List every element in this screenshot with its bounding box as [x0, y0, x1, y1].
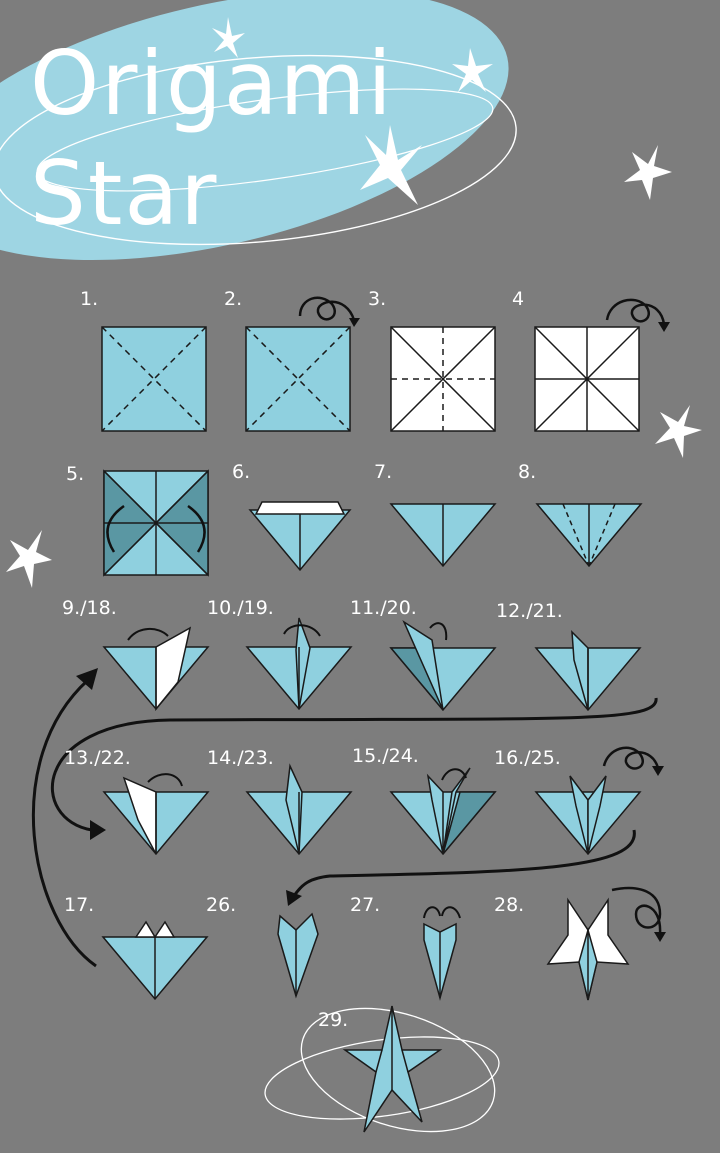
step-label: 7.	[374, 461, 393, 483]
sparkle-star-icon	[452, 48, 493, 92]
step-5-figure	[103, 469, 209, 577]
step-label: 6.	[232, 461, 251, 483]
turn-over-arrow-icon	[605, 298, 666, 325]
step-label: 10./19.	[207, 597, 274, 619]
flow-arrow-loop-up	[31, 678, 97, 968]
step-8-figure	[535, 503, 643, 568]
step-label: 9./18.	[62, 597, 117, 619]
step-label: 1.	[80, 288, 99, 310]
fold-arrow-icon	[187, 504, 206, 553]
flow-arrow-row-4-to-5	[292, 829, 636, 897]
step-label: 2.	[224, 288, 243, 310]
turn-over-arrow-icon	[611, 886, 662, 935]
fold-arrow-icon	[127, 628, 169, 641]
sparkle-star-icon	[6, 530, 52, 588]
step-9-18-figure	[102, 626, 210, 712]
step-13-22-figure	[102, 776, 210, 856]
step-15-24-figure	[389, 767, 497, 856]
arrow-head-icon	[652, 766, 664, 776]
step-label: 15./24.	[352, 745, 419, 767]
arrow-head-icon	[286, 890, 302, 906]
step-17-figure	[101, 920, 209, 1001]
step-label: 17.	[64, 894, 95, 916]
final-orbit-2	[300, 1007, 496, 1133]
step-16-25-figure	[534, 775, 642, 856]
step-11-20-figure	[389, 620, 497, 712]
step-label: 4	[512, 288, 525, 310]
fold-arrow-icon	[441, 768, 467, 781]
step-label: 3.	[368, 288, 387, 310]
fold-arrow-icon	[423, 906, 441, 919]
step-label: 14./23.	[207, 747, 274, 769]
arrow-head-icon	[654, 932, 666, 942]
step-label: 16./25.	[494, 747, 561, 769]
step-28-figure	[546, 897, 630, 1001]
sparkle-star-icon	[655, 405, 702, 458]
fold-arrow-icon	[147, 773, 183, 787]
fold-arrow-icon	[429, 622, 448, 641]
step-26-figure	[277, 912, 319, 999]
fold-arrow-icon	[283, 624, 321, 637]
step-label: 28.	[494, 894, 525, 916]
step-label: 8.	[518, 461, 537, 483]
flow-arrow-row-3-to-4	[50, 697, 658, 832]
title-line-2: Star	[30, 142, 219, 245]
step-10-19-figure	[245, 617, 353, 711]
step-12-21-figure	[534, 630, 642, 712]
title-orbit-1	[0, 54, 517, 246]
arrow-head-icon	[76, 668, 98, 690]
step-label: 5.	[66, 463, 85, 485]
step-2-figure	[245, 326, 351, 432]
sparkle-star-icon	[212, 17, 245, 58]
step-1-figure	[101, 326, 207, 432]
fold-arrow-icon	[441, 906, 461, 919]
step-7-figure	[389, 503, 497, 568]
step-3-figure	[390, 326, 496, 432]
title-line-1: Origami	[30, 32, 394, 135]
turn-over-arrow-icon	[298, 296, 356, 321]
step-label: 12./21.	[496, 600, 563, 622]
arrow-head-icon	[90, 820, 106, 840]
sparkle-star-icon	[624, 145, 672, 200]
step-label: 26.	[206, 894, 237, 916]
turn-over-arrow-icon	[602, 746, 660, 770]
arrow-head-icon	[349, 318, 360, 327]
step-label: 11./20.	[350, 597, 417, 619]
fold-arrow-icon	[106, 504, 125, 553]
step-label: 13./22.	[64, 747, 131, 769]
title-orbit-2	[36, 88, 494, 192]
step-label: 27.	[350, 894, 381, 916]
arrow-head-icon	[658, 322, 670, 332]
step-27-figure	[423, 922, 457, 1001]
step-6-figure	[248, 501, 352, 572]
sparkle-star-icon	[360, 125, 422, 205]
step-29-final-star	[342, 1005, 443, 1133]
final-orbit-1	[264, 1036, 500, 1120]
step-label: 29.	[318, 1009, 349, 1031]
step-4-figure	[534, 326, 640, 432]
step-14-23-figure	[245, 763, 353, 856]
